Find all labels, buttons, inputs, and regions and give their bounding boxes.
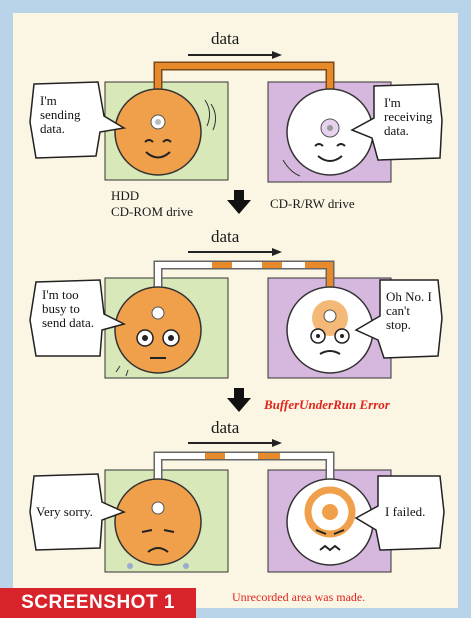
hdd-mouth-3 — [147, 547, 169, 553]
cd-bubble-text-2: Oh No. I can't stop. — [386, 289, 432, 332]
unrecorded-area-note: Unrecorded area was made. — [232, 590, 366, 604]
data-arrow-3-head — [272, 439, 282, 447]
hdd-speech-bubble-3 — [29, 473, 126, 551]
hdd-speech-bubble-2 — [29, 279, 127, 357]
cd-speech-bubble-3 — [354, 475, 445, 551]
hdd-motion-lines-1b — [210, 103, 217, 131]
hdd-bubble-text-2: I'm too busy to send data. — [42, 287, 94, 330]
down-arrow-1 — [227, 190, 251, 214]
cd-disc-2-hub — [323, 309, 337, 323]
cd-speech-bubble-1 — [350, 83, 443, 161]
hdd-bubble-text-1: I'm sending data. — [40, 93, 81, 136]
cd-mouth-2 — [319, 350, 341, 355]
cd-disc-3-hub — [322, 504, 338, 520]
hdd-eye-left-1 — [144, 139, 154, 143]
stage-3 — [29, 439, 445, 573]
cd-bubble-text-3: I failed. — [385, 504, 426, 519]
hdd-pupil-right-2 — [168, 335, 174, 341]
hdd-bubble-text-3: Very sorry. — [36, 504, 93, 519]
hdd-mouth-1 — [145, 151, 171, 159]
hdd-tear-1-3 — [127, 563, 133, 569]
hdd-motion-lines-1 — [204, 99, 211, 127]
data-arrow-2-head — [272, 248, 282, 256]
hdd-label-line1: HDD — [111, 188, 140, 203]
data-arrow-1-head — [272, 51, 282, 59]
hdd-disc-3 — [114, 478, 202, 566]
cd-eyes-3 — [315, 529, 345, 535]
hdd-eye-right-3 — [163, 529, 175, 533]
cd-eye-right-1 — [336, 143, 346, 147]
hdd-eye-left-3 — [141, 529, 153, 533]
data-label-1: data — [211, 29, 240, 48]
cd-motion-lines-1 — [282, 159, 301, 177]
hdd-sweat-2 — [115, 365, 129, 377]
cd-bubble-text-1: I'm receiving data. — [384, 95, 433, 138]
stage-2 — [29, 248, 443, 379]
cd-disc-3-ring — [304, 486, 356, 538]
cd-drive-label: CD-R/RW drive — [270, 196, 355, 211]
cd-mouth-3 — [319, 544, 341, 552]
hdd-disc-3-hub — [151, 501, 165, 515]
hdd-disc-2-hub — [151, 306, 165, 320]
down-arrow-2 — [227, 388, 251, 412]
cd-pupil-left-2 — [316, 334, 320, 338]
hdd-pupil-left-2 — [142, 335, 148, 341]
cd-disc-1-hub-inner — [327, 125, 333, 131]
hdd-disc-1-hub-inner — [155, 119, 161, 125]
cd-pupil-right-2 — [340, 334, 344, 338]
hdd-speech-bubble-1 — [29, 81, 127, 159]
cd-eye-left-1 — [314, 143, 324, 147]
screenshot-label-badge: SCREENSHOT 1 — [0, 588, 196, 618]
hdd-eye-right-1 — [162, 139, 172, 143]
hdd-label-line2: CD-ROM drive — [111, 204, 193, 219]
cd-mouth-1 — [317, 155, 343, 162]
cd-speech-bubble-2 — [354, 279, 443, 359]
stage-1 — [29, 51, 443, 183]
data-label-3: data — [211, 418, 240, 437]
hdd-disc-1 — [114, 88, 202, 176]
error-message: BufferUnderRun Error — [264, 397, 390, 412]
hdd-tear-2-3 — [183, 563, 189, 569]
hdd-disc-2 — [114, 286, 202, 374]
data-label-2: data — [211, 227, 240, 246]
